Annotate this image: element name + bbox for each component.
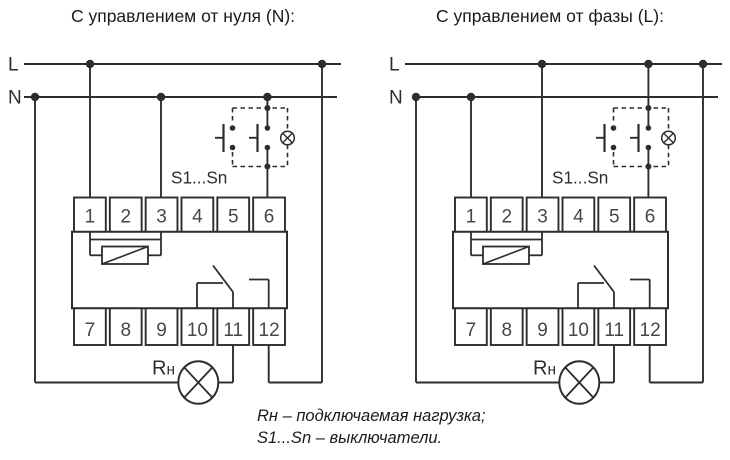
figure-caption: Rн – подключаемая нагрузка; S1...Sn – вы… [257, 406, 486, 449]
diagram-title-phase-control: С управлением от фазы (L): [436, 6, 664, 26]
terminal-cell [73, 307, 107, 346]
switch-group-label: S1...Sn [171, 168, 227, 188]
svg-text:N: N [389, 88, 403, 109]
coil-symbol [89, 231, 162, 265]
load-label: Rн [533, 357, 556, 379]
switch-indicator-lamp-icon [279, 130, 296, 146]
svg-text:4: 4 [192, 207, 203, 228]
svg-text:11: 11 [604, 320, 624, 341]
phase-bus-label: L [389, 55, 400, 76]
terminal-strip-top: 1 2 3 4 5 6 [73, 196, 286, 233]
terminal-strip-bottom: 7 8 9 10 11 12 [73, 307, 286, 346]
terminal-cell [489, 307, 524, 346]
pushbutton-switch-2 [630, 124, 652, 152]
svg-text:12: 12 [259, 320, 280, 341]
svg-text:5: 5 [228, 207, 239, 228]
terminal-cell [73, 196, 107, 233]
terminal-cell [108, 307, 143, 346]
caption-line-switches: S1...Sn – выключатели. [257, 428, 443, 447]
switch-indicator-lamp-icon [660, 130, 677, 146]
svg-text:N: N [8, 88, 22, 109]
svg-text:4: 4 [573, 207, 584, 228]
wires [415, 64, 704, 384]
svg-text:S1...Sn: S1...Sn [552, 168, 608, 188]
switch-group-box [596, 105, 677, 170]
svg-text:1: 1 [85, 207, 96, 228]
contact-symbol [196, 264, 270, 309]
pushbutton-switch-1 [215, 124, 236, 152]
load-lamp [558, 360, 601, 405]
switch-group-label: S1...Sn [552, 168, 608, 188]
svg-text:2: 2 [501, 207, 512, 228]
terminal-cell [216, 196, 251, 233]
terminal-cell [108, 196, 143, 233]
junction-dots [30, 59, 327, 102]
svg-text:S1...Sn: S1...Sn [171, 168, 227, 188]
terminal-cell [454, 307, 488, 346]
terminal-cell [633, 307, 667, 346]
svg-text:L: L [8, 55, 19, 76]
switch-group-box [215, 105, 296, 170]
terminal-cell [144, 196, 179, 233]
terminal-strip-top: 1 2 3 4 5 6 [454, 196, 667, 233]
coil-symbol [470, 231, 543, 265]
diagram-title-neutral-control: С управлением от нуля (N): [70, 6, 296, 26]
svg-text:12: 12 [640, 320, 661, 341]
terminal-cell [489, 196, 524, 233]
terminal-cell [633, 196, 667, 233]
neutral-bus-label: N [389, 88, 403, 109]
terminal-cell [597, 196, 632, 233]
svg-text:3: 3 [537, 207, 548, 228]
phase-bus-label: L [8, 55, 19, 76]
junction-dots [411, 59, 708, 102]
terminal-cell [180, 196, 215, 233]
load-lamp [177, 360, 220, 405]
svg-text:6: 6 [645, 207, 656, 228]
load-label: Rн [152, 357, 175, 379]
svg-text:Rн: Rн [533, 357, 556, 379]
terminal-strip-bottom: 7 8 9 10 11 12 [454, 307, 667, 346]
neutral-bus-label: N [8, 88, 22, 109]
supply-buses: LN [389, 55, 722, 109]
supply-buses: LN [8, 55, 341, 109]
svg-text:2: 2 [120, 207, 131, 228]
pushbutton-switch-1 [596, 124, 617, 152]
svg-text:8: 8 [120, 320, 131, 341]
svg-text:7: 7 [85, 320, 96, 341]
svg-text:3: 3 [156, 207, 167, 228]
svg-text:6: 6 [264, 207, 275, 228]
svg-text:11: 11 [223, 320, 243, 341]
svg-text:L: L [389, 55, 400, 76]
svg-text:9: 9 [156, 320, 167, 341]
terminal-cell [252, 196, 286, 233]
pushbutton-switch-2 [249, 124, 271, 152]
svg-text:9: 9 [537, 320, 548, 341]
terminal-cell [561, 196, 596, 233]
wires [34, 64, 323, 384]
svg-text:8: 8 [501, 320, 512, 341]
svg-text:10: 10 [568, 320, 589, 341]
svg-text:Rн: Rн [152, 357, 175, 379]
terminal-cell [454, 196, 488, 233]
terminal-cell [144, 307, 179, 346]
caption-line-load: Rн – подключаемая нагрузка; [257, 407, 486, 425]
terminal-cell [525, 307, 560, 346]
svg-text:1: 1 [466, 207, 477, 228]
contact-symbol [577, 264, 651, 309]
svg-text:5: 5 [609, 207, 620, 228]
svg-text:7: 7 [466, 320, 477, 341]
svg-text:10: 10 [187, 320, 208, 341]
